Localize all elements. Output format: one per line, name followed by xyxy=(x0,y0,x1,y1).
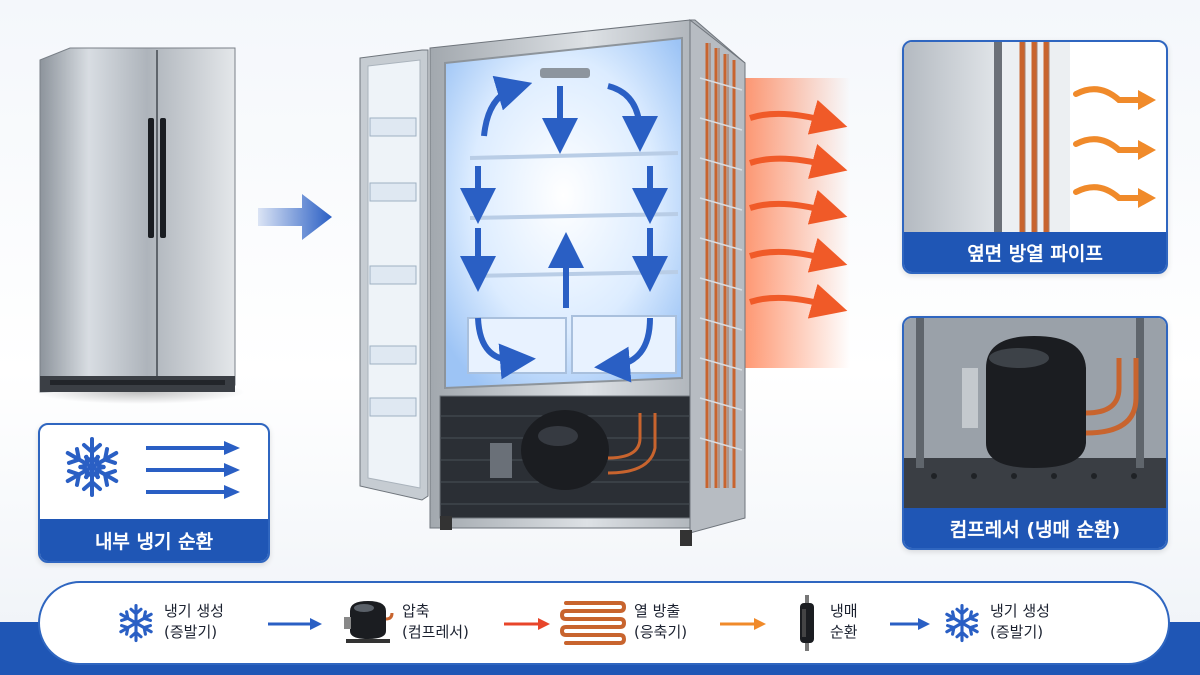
cycle-flow-bar: 냉기 생성 (증발기) 압축 (컴프레서) 열 방출 (응축기) xyxy=(38,581,1170,665)
compressor-icon xyxy=(342,597,394,647)
flow-step-5: 냉기 생성 (증발기) xyxy=(990,602,1050,641)
flow-arrow-icon xyxy=(890,617,932,631)
snowflake-icon xyxy=(942,603,982,643)
condenser-coil-icon xyxy=(560,597,626,647)
snowflake-icon xyxy=(116,603,156,643)
flow-arrow-icon xyxy=(268,617,324,631)
compressor-closeup xyxy=(904,318,1166,508)
transition-arrow-icon xyxy=(258,192,334,242)
flow-arrow-icon xyxy=(504,617,552,631)
flow-step-3: 열 방출 (응축기) xyxy=(634,602,688,641)
compressor-caption: 컴프레서 (냉매 순환) xyxy=(904,508,1166,548)
flow-step-4: 냉매 순환 xyxy=(830,602,858,641)
open-fridge-cutaway xyxy=(350,18,850,553)
snowflake-icon xyxy=(60,435,124,499)
internal-cooling-caption: 내부 냉기 순환 xyxy=(40,519,268,561)
internal-cooling-panel: 내부 냉기 순환 xyxy=(38,423,270,563)
flow-step-2: 압축 (컴프레서) xyxy=(402,602,469,641)
flow-arrow-icon xyxy=(720,617,768,631)
side-pipe-panel: 옆면 방열 파이프 xyxy=(902,40,1168,274)
side-pipe-closeup xyxy=(904,42,1166,232)
airflow-arrows-icon xyxy=(144,440,244,500)
refrigerant-cylinder-icon xyxy=(798,595,816,651)
closed-fridge xyxy=(30,40,250,410)
side-pipe-caption: 옆면 방열 파이프 xyxy=(904,232,1166,272)
compressor-panel: 컴프레서 (냉매 순환) xyxy=(902,316,1168,550)
flow-step-1: 냉기 생성 (증발기) xyxy=(164,602,224,641)
